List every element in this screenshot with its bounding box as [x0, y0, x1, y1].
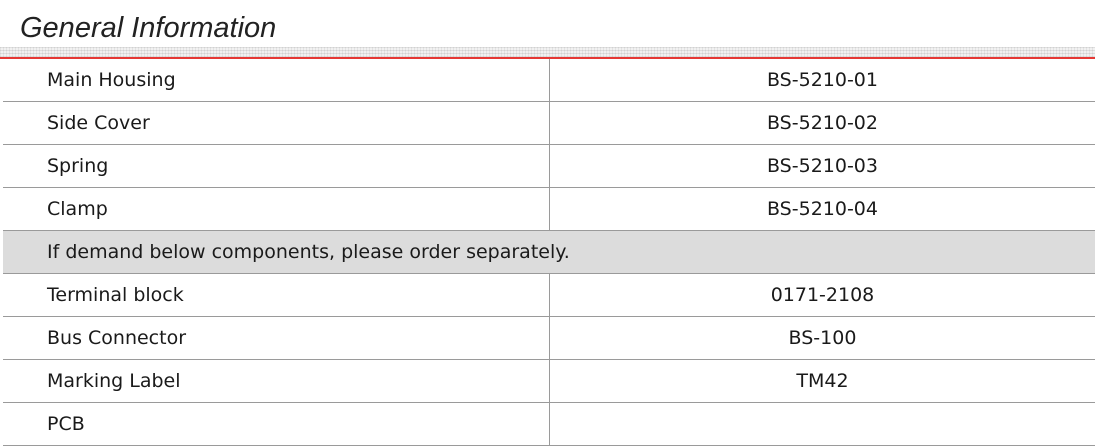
component-name: Side Cover [3, 101, 550, 145]
part-number: 0171-2108 [549, 273, 1095, 317]
table-row: Spring BS-5210-03 [3, 144, 1095, 188]
part-number: BS-100 [549, 316, 1095, 360]
accent-rule [0, 57, 1095, 59]
part-number: BS-5210-04 [549, 187, 1095, 231]
component-name: Bus Connector [3, 316, 550, 360]
table-row: Main Housing BS-5210-01 [3, 59, 1095, 102]
table-row: Terminal block 0171-2108 [3, 273, 1095, 317]
table-row: Bus Connector BS-100 [3, 316, 1095, 360]
part-number: BS-5210-02 [549, 101, 1095, 145]
table-row: PCB [3, 402, 1095, 446]
part-number: TM42 [549, 359, 1095, 403]
component-name: Clamp [3, 187, 550, 231]
components-table: Main Housing BS-5210-01 Side Cover BS-52… [3, 59, 1095, 446]
table-row: Marking Label TM42 [3, 359, 1095, 403]
component-name: Main Housing [3, 59, 550, 102]
component-name: Marking Label [3, 359, 550, 403]
component-name: PCB [3, 402, 550, 446]
table-row: Side Cover BS-5210-02 [3, 101, 1095, 145]
part-number [549, 402, 1095, 446]
component-name: Terminal block [3, 273, 550, 317]
note-row: If demand below components, please order… [3, 230, 1095, 274]
table-row: Clamp BS-5210-04 [3, 187, 1095, 231]
title-underline-band [0, 47, 1095, 57]
part-number: BS-5210-03 [549, 144, 1095, 188]
separate-order-note: If demand below components, please order… [3, 230, 1095, 274]
part-number: BS-5210-01 [549, 59, 1095, 102]
section-title: General Information [20, 12, 277, 44]
component-name: Spring [3, 144, 550, 188]
